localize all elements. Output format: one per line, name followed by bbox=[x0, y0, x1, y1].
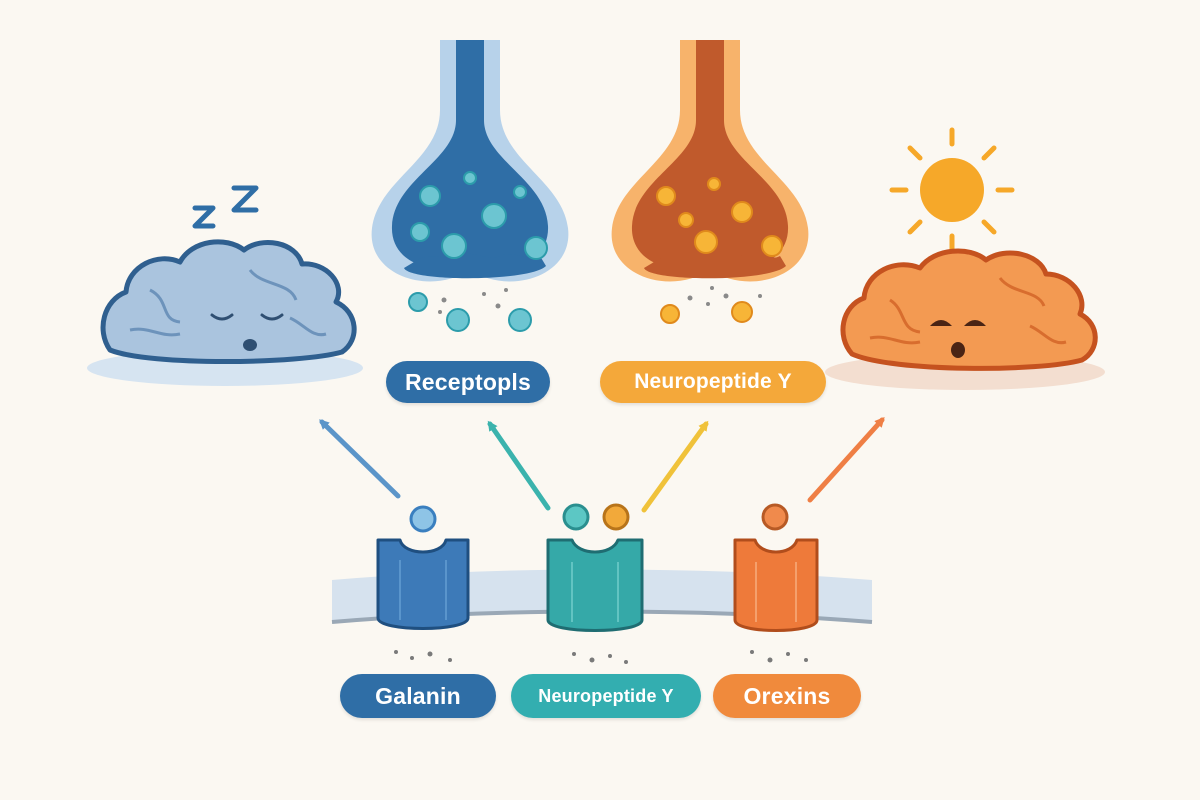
orange-axon-terminal bbox=[611, 40, 809, 324]
orange-released-molecules bbox=[660, 301, 753, 324]
orange-vesicles bbox=[656, 177, 783, 257]
zzz-icon bbox=[192, 185, 259, 229]
label-orexins: Orexins bbox=[713, 674, 861, 718]
label-neuropeptide-y-bottom: Neuropeptide Y bbox=[511, 674, 701, 718]
receptor-galanin bbox=[376, 505, 470, 630]
blue-released-molecules bbox=[408, 292, 532, 332]
sun-icon bbox=[889, 127, 1015, 253]
receptor-neuropeptide-y bbox=[546, 503, 644, 632]
awake-brain bbox=[825, 248, 1105, 390]
sleepy-brain bbox=[87, 239, 363, 386]
membrane-dots bbox=[394, 650, 808, 664]
receptor-orexins bbox=[733, 503, 819, 632]
label-receptors: Receptopls bbox=[386, 361, 550, 403]
arrows bbox=[319, 417, 885, 513]
blue-vesicles bbox=[410, 171, 548, 260]
label-galanin: Galanin bbox=[340, 674, 496, 718]
label-neuropeptide-y-top: Neuropeptide Y bbox=[600, 361, 826, 403]
blue-axon-terminal bbox=[371, 40, 569, 332]
